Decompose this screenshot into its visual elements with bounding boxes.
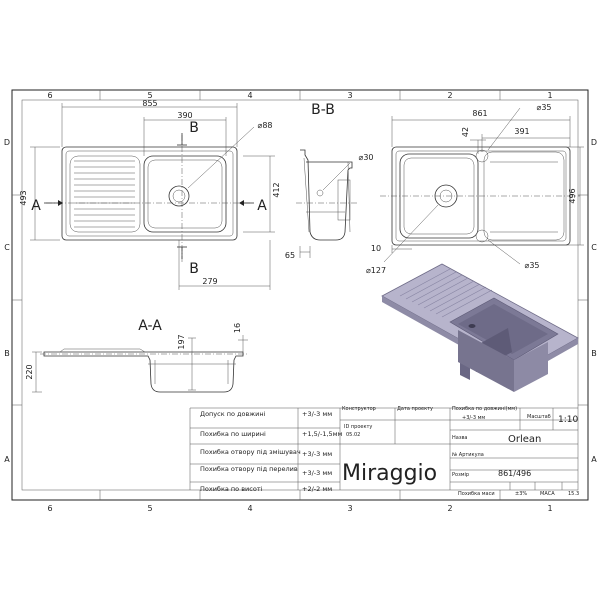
section-markers: [44, 133, 254, 259]
constructor-label: Конструктор: [342, 406, 376, 412]
drawing-frame: [11, 89, 589, 501]
col-label-6-top: 6: [47, 91, 52, 100]
row-label-c-left: C: [4, 243, 10, 252]
tol-length-value: +3/-3 мм: [302, 410, 332, 418]
row-label-d-right: D: [591, 138, 597, 147]
tol-mixer-label: Похибка отвору під змішувач: [200, 448, 301, 456]
mass-label: МАСА: [540, 491, 555, 497]
tol-width-value: +1,5/-1,5мм: [302, 430, 343, 438]
col-label-1-bottom: 1: [547, 504, 552, 513]
row-label-b-right: B: [591, 349, 597, 358]
row-label-a-left: A: [4, 455, 10, 464]
tol-overflow-value: +3/-3 мм: [302, 469, 332, 477]
dim-bottom-width: 279: [202, 277, 217, 286]
dim-bb-hole: ⌀30: [359, 153, 374, 162]
tol-length-label: Допуск по довжині: [200, 410, 266, 418]
section-b-marker-top: B: [189, 120, 199, 136]
size-value: 861/496: [498, 469, 531, 478]
section-b-marker-bottom: B: [189, 261, 199, 277]
project-id-label: ID проекту: [344, 424, 372, 430]
tol-overflow-label: Похибка отвору під перелив: [200, 465, 298, 473]
section-a-marker-left: A: [31, 198, 41, 214]
col-label-2-bottom: 2: [447, 504, 452, 513]
dim-right-hole-top: ⌀35: [537, 103, 552, 112]
dim-aa-total: 220: [25, 364, 34, 379]
dim-bb-depth: 65: [285, 251, 295, 260]
drainboard-ribs: [74, 160, 135, 228]
section-bb-dims: [299, 162, 351, 258]
mass-tol-label: Похибка маси: [458, 491, 495, 497]
dim-right-hole-bottom: ⌀35: [525, 261, 540, 270]
row-label-c-right: C: [591, 243, 597, 252]
section-aa-title: A-A: [138, 318, 162, 334]
col-label-6-bottom: 6: [47, 504, 52, 513]
row-label-d-left: D: [4, 138, 10, 147]
tol-height-label: Похибка по висоті: [200, 485, 263, 493]
title-block-lines: [189, 407, 578, 490]
depth-tol-value: +3/-3 мм: [462, 415, 485, 421]
scale-value: 1:10: [558, 415, 578, 425]
dim-bowl-height: 412: [272, 182, 281, 197]
dim-aa-depth: 197: [177, 334, 186, 349]
dim-bowl-width: 390: [177, 111, 192, 120]
section-bb-view: [296, 149, 358, 241]
brand-name: Miraggio: [342, 461, 437, 486]
row-label-a-right: A: [591, 455, 597, 464]
col-label-1-top: 1: [547, 91, 552, 100]
tol-mixer-value: +3/-3 мм: [302, 450, 332, 458]
dim-right-hole-pos: 391: [514, 127, 529, 136]
col-label-4-top: 4: [247, 91, 252, 100]
dim-top-height: 493: [19, 190, 28, 205]
project-id-value: 05.02: [346, 432, 360, 438]
section-bb-title: B-B: [311, 102, 335, 118]
tol-height-value: +2/-2 мм: [302, 485, 332, 493]
col-label-3-top: 3: [347, 91, 352, 100]
date-label: Дата проекту: [397, 406, 433, 412]
product-name: Orlean: [508, 434, 541, 445]
mass-value: 15.3: [568, 491, 579, 497]
col-label-5-bottom: 5: [147, 504, 152, 513]
dim-right-drain: ⌀127: [366, 266, 386, 275]
article-label: № Артикула: [452, 452, 484, 458]
sink-3d-render: [381, 263, 579, 392]
grid-ticks: [12, 90, 588, 500]
dim-top-width: 855: [142, 99, 157, 108]
dim-right-width: 861: [472, 109, 487, 118]
top-view: [46, 135, 252, 262]
section-aa-view: [40, 348, 248, 393]
col-label-5-top: 5: [147, 91, 152, 100]
dim-aa-lip: 16: [233, 323, 242, 333]
drain-circle: [168, 185, 190, 207]
size-label: Розмір: [452, 472, 469, 478]
top-view-dims: [30, 103, 275, 290]
col-label-2-top: 2: [447, 91, 452, 100]
col-label-3-bottom: 3: [347, 504, 352, 513]
dim-drain-diameter: ⌀88: [258, 121, 273, 130]
bottom-view: [380, 146, 580, 246]
tol-width-label: Похибка по ширині: [200, 430, 266, 438]
dim-right-gap: 10: [371, 244, 381, 253]
depth-tol-label: Похибка по довжині(мм): [452, 406, 517, 412]
mass-tol-value: ±3%: [515, 491, 527, 497]
section-a-marker-right: A: [257, 198, 267, 214]
scale-label: Масштаб: [527, 414, 551, 420]
dim-right-offset: 42: [461, 127, 470, 137]
section-aa-dims: [32, 335, 248, 393]
col-label-4-bottom: 4: [247, 504, 252, 513]
dim-right-height: 496: [568, 188, 577, 203]
row-label-b-left: B: [4, 349, 10, 358]
name-label: Назва: [452, 435, 468, 441]
bottom-view-dims: [383, 107, 584, 265]
